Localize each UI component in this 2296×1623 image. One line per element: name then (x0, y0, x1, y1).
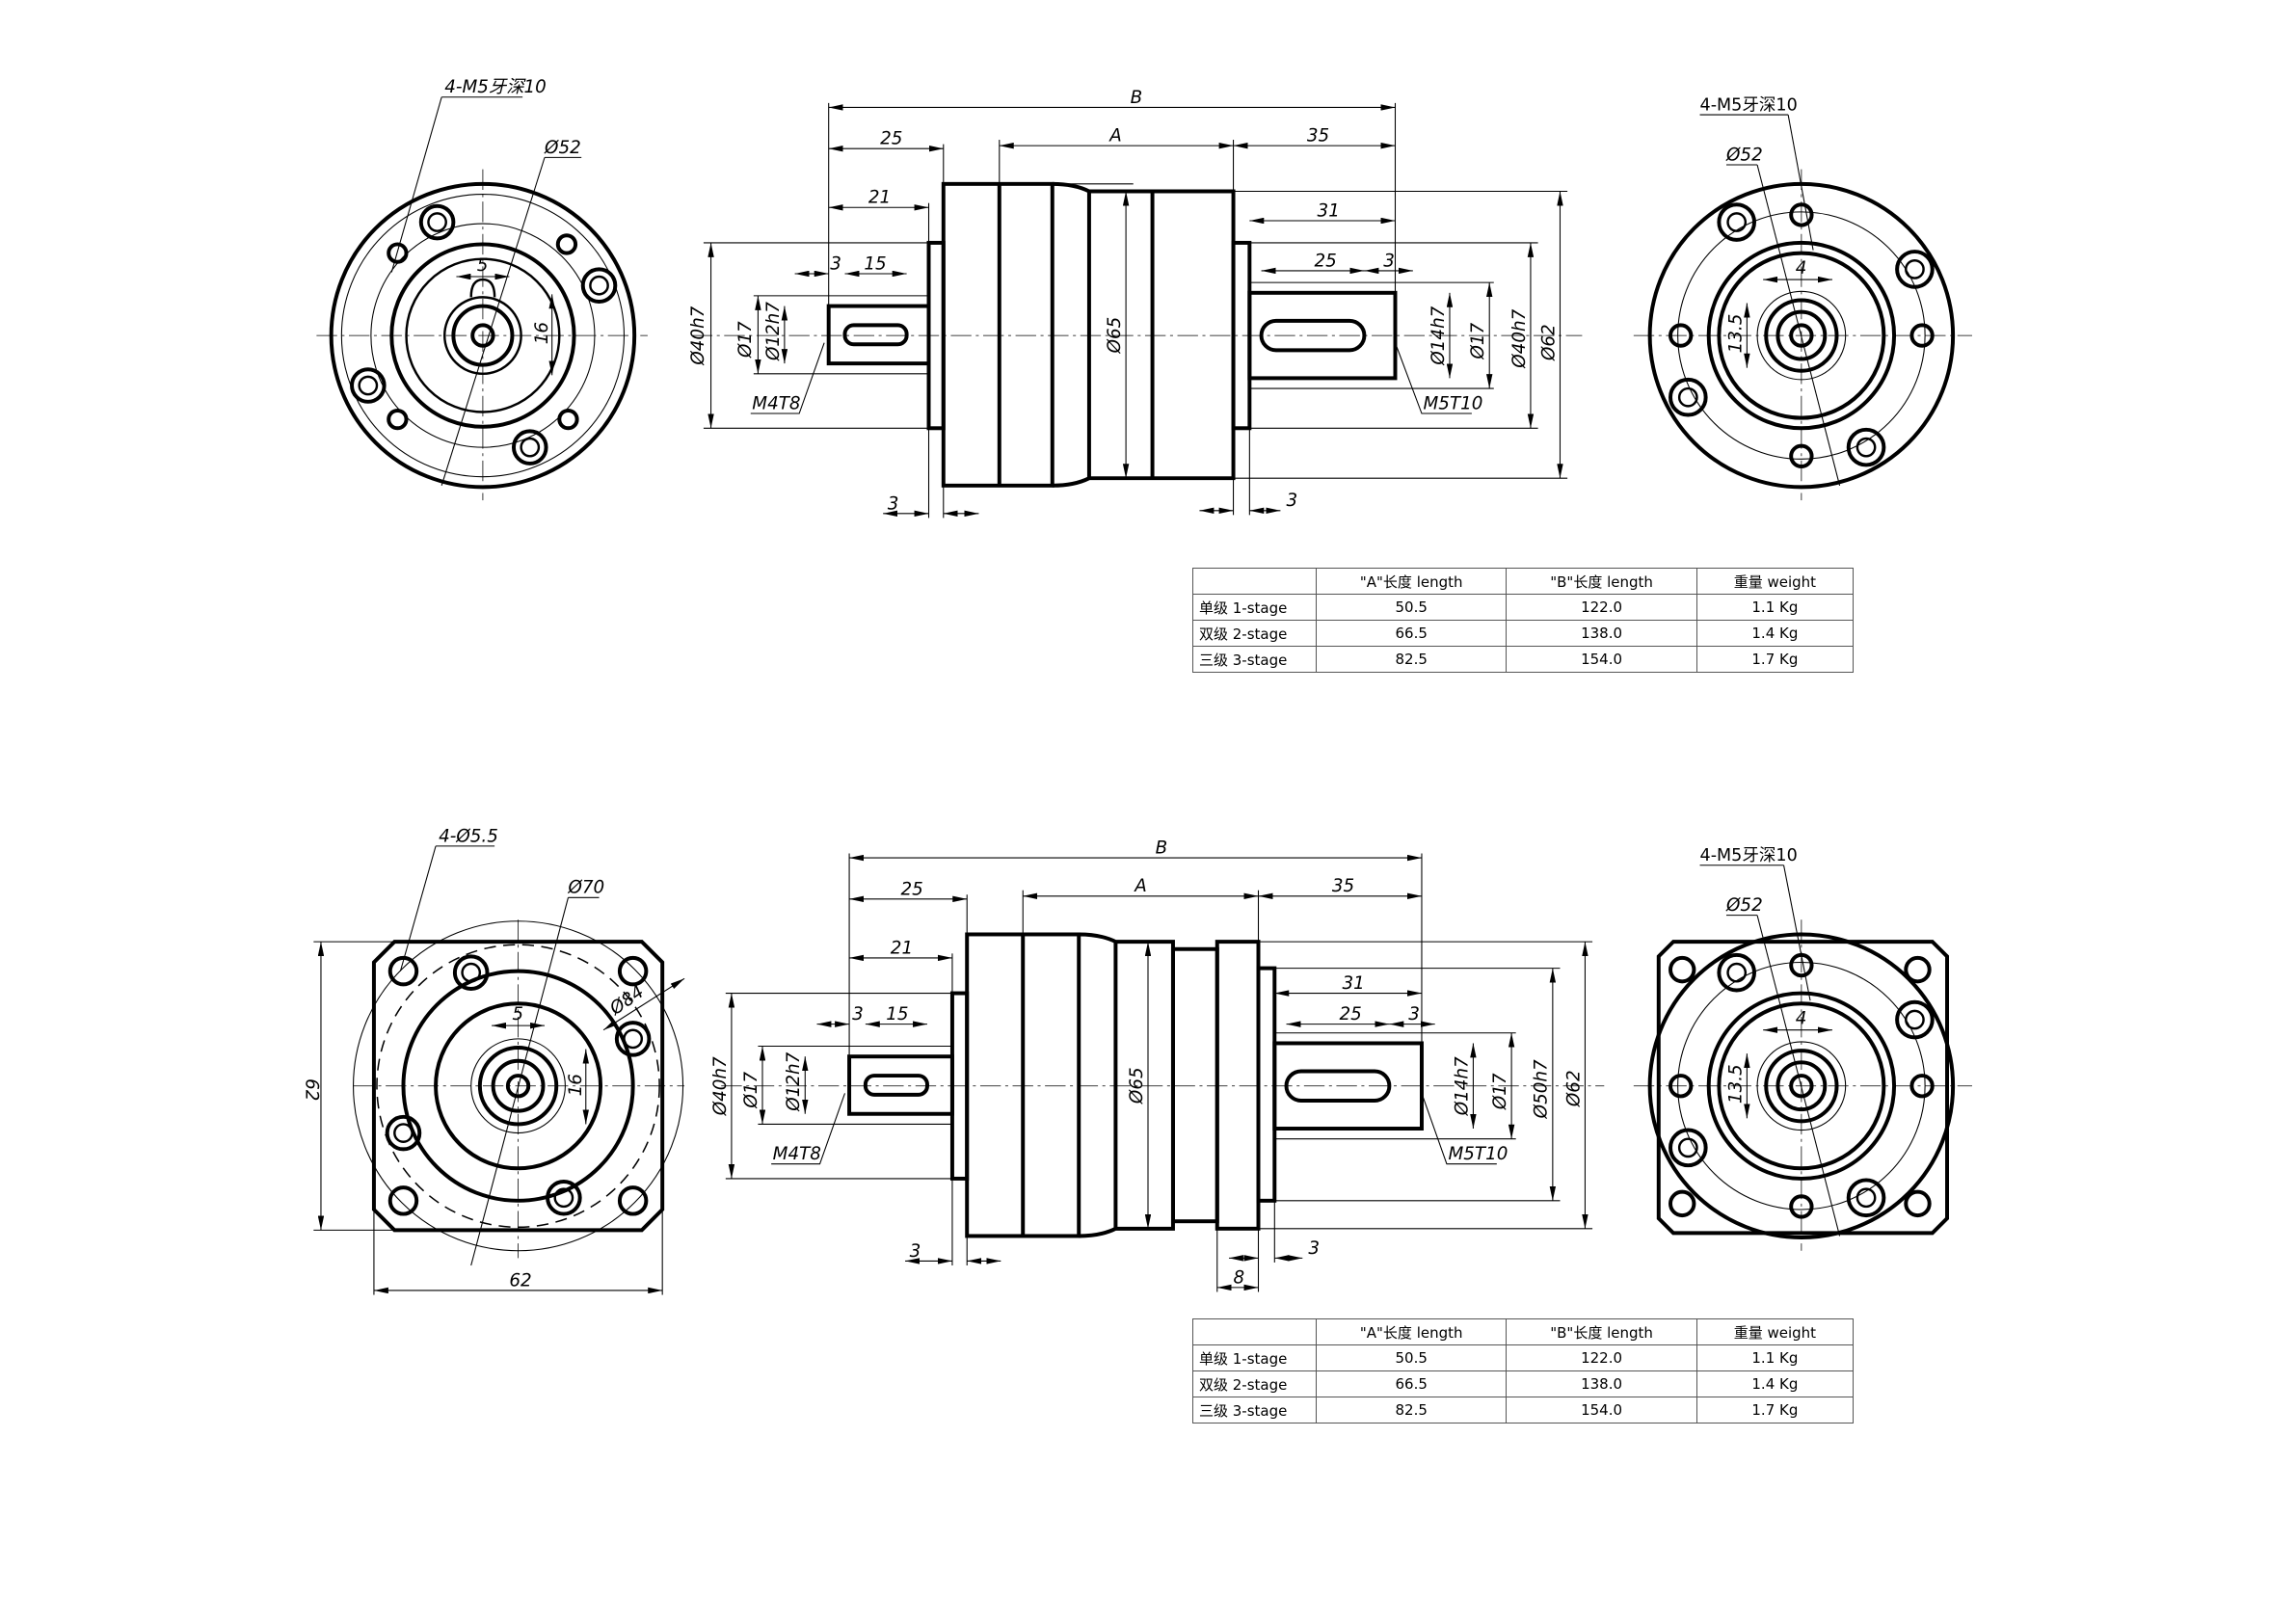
dim-25: 25 (880, 129, 902, 149)
dim-3-bottom-left: 3 (910, 1241, 921, 1262)
dim-d40h7-right: Ø40h7 (1509, 308, 1530, 368)
dim-3-bottom-right: 3 (1308, 1238, 1320, 1259)
dim-21: 21 (891, 938, 913, 958)
dim-21: 21 (868, 188, 891, 208)
header-weight: 重量 weight (1695, 568, 1855, 595)
pcd-label: Ø52 (544, 138, 581, 158)
dim-d40h7-left: Ø40h7 (688, 306, 708, 365)
dim-15: 15 (864, 253, 886, 274)
bolt-note: 4-M5牙深10 (1700, 96, 1798, 116)
dim-3: 3 (852, 1004, 864, 1024)
header-weight: 重量 weight (1695, 1318, 1855, 1345)
dim-B: B (1156, 838, 1168, 859)
bottom-side-view: B 25 A 35 21 3 15 31 25 3 Ø40h7 Ø17 Ø12h… (710, 838, 1605, 1292)
dim-d17-left: Ø17 (741, 1072, 761, 1109)
top-rear-view: 4-M5牙深10 Ø52 4 13.5 (1633, 96, 1972, 501)
bolt-note: 4-M5牙深10 (444, 77, 547, 97)
dim-8: 8 (1234, 1267, 1245, 1288)
dim-35: 35 (1332, 876, 1354, 896)
header-b-length: "B"长度 length (1506, 568, 1697, 595)
dim-A: A (1108, 126, 1122, 146)
mount-holes (385, 954, 652, 1216)
dim-d50h7: Ø50h7 (1532, 1059, 1552, 1119)
dim-3: 3 (830, 253, 841, 274)
bottom-rear-view: 4-M5牙深10 Ø52 4 13.5 (1633, 846, 1972, 1251)
thread-note-m5: M5T10 (1448, 1144, 1508, 1164)
dim-A: A (1134, 876, 1147, 896)
dim-d12h7: Ø12h7 (784, 1051, 804, 1111)
bolt-holes (350, 203, 618, 466)
bolt-note: 4-M5牙深10 (1700, 846, 1798, 865)
dim-3-bottom-right: 3 (1287, 491, 1298, 511)
hole-note: 4-Ø5.5 (439, 826, 498, 846)
dim-B: B (1131, 88, 1143, 108)
bottom-front-view: 4-Ø5.5 Ø70 Ø84 5 16 62 62 (302, 826, 685, 1295)
header-b-length: "B"长度 length (1506, 1318, 1697, 1345)
dim-d65: Ø65 (1127, 1067, 1147, 1104)
dim-d12h7: Ø12h7 (763, 302, 784, 361)
dim-3-right: 3 (1383, 251, 1395, 271)
shaft-height-dim: 16 (566, 1074, 586, 1096)
header-a-length: "A"长度 length (1315, 1318, 1508, 1345)
top-side-view: B 25 A 35 21 3 15 31 25 3 Ø40h7 Ø17 Ø12h… (688, 88, 1583, 519)
dim-3-right: 3 (1408, 1004, 1420, 1024)
dim-31: 31 (1318, 200, 1340, 221)
dim-d70: Ø70 (567, 878, 604, 898)
dim-d62: Ø62 (1563, 1070, 1584, 1107)
dim-d62: Ø62 (1538, 324, 1559, 361)
dim-3-bottom-left: 3 (888, 493, 899, 514)
key-width-dim: 5 (477, 255, 489, 276)
dim-25-right: 25 (1315, 251, 1337, 271)
dim-d14h7: Ø14h7 (1428, 306, 1449, 365)
dim-35: 35 (1307, 126, 1329, 146)
shaft-height-dim: 13.5 (1725, 1064, 1746, 1104)
pcd-label: Ø52 (1725, 145, 1763, 165)
thread-note-m4: M4T8 (773, 1144, 821, 1164)
key-width-dim: 5 (512, 1004, 523, 1024)
dim-d14h7: Ø14h7 (1452, 1056, 1472, 1116)
pcd-label: Ø52 (1725, 895, 1763, 916)
key-width-dim: 4 (1796, 1009, 1807, 1029)
dim-width-62: 62 (509, 1270, 531, 1290)
dim-25-right: 25 (1339, 1004, 1361, 1024)
key-width-dim: 4 (1796, 258, 1807, 279)
dim-d65: Ø65 (1105, 317, 1125, 355)
dim-31: 31 (1343, 973, 1365, 994)
top-front-view: 4-M5牙深10 Ø52 5 16 (316, 77, 648, 501)
dim-25: 25 (901, 879, 923, 899)
header-a-length: "A"长度 length (1315, 568, 1508, 595)
dim-height-62: 62 (302, 1078, 322, 1101)
shaft-height-dim: 16 (532, 322, 552, 344)
thread-note-m5: M5T10 (1424, 393, 1483, 413)
dim-d17-right: Ø17 (1490, 1073, 1510, 1110)
dim-d17-left: Ø17 (735, 321, 756, 359)
shaft-height-dim: 13.5 (1725, 314, 1746, 354)
dim-d84: Ø84 (605, 982, 648, 1020)
dim-d40h7-left: Ø40h7 (710, 1056, 731, 1116)
dim-d17-right: Ø17 (1468, 322, 1488, 359)
thread-note-m4: M4T8 (752, 393, 800, 413)
dim-15: 15 (886, 1004, 908, 1024)
